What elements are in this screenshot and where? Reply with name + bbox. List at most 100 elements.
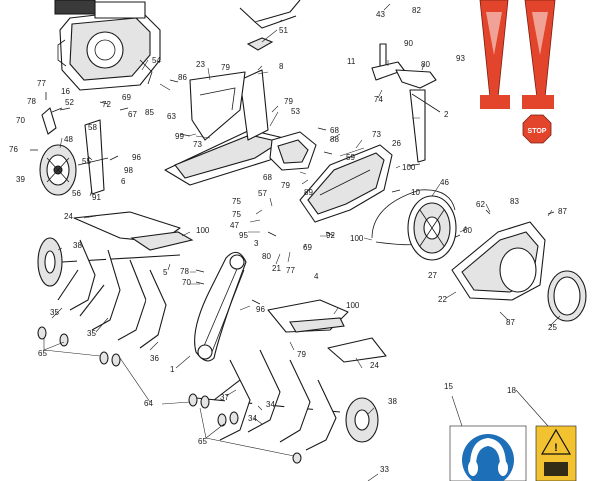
callout-87b: 87 bbox=[506, 318, 515, 327]
callout-95: 95 bbox=[239, 231, 248, 240]
callout-70b: 70 bbox=[182, 278, 191, 287]
callout-93: 93 bbox=[456, 54, 465, 63]
callout-48: 48 bbox=[64, 135, 73, 144]
callout-100a: 100 bbox=[402, 163, 416, 172]
callout-82: 82 bbox=[412, 6, 421, 15]
callout-70: 70 bbox=[16, 116, 25, 125]
callout-75: 75 bbox=[232, 197, 241, 206]
callout-80: 80 bbox=[421, 60, 430, 69]
callout-87: 87 bbox=[558, 207, 567, 216]
callout-75b: 75 bbox=[232, 210, 241, 219]
callout-100d: 100 bbox=[346, 301, 360, 310]
callout-4: 4 bbox=[314, 272, 319, 281]
callout-6: 6 bbox=[121, 177, 126, 186]
callout-68: 68 bbox=[330, 126, 339, 135]
belt-cover bbox=[299, 144, 393, 223]
stop-label: STOP bbox=[528, 128, 547, 135]
side-shield bbox=[451, 221, 546, 301]
callout-54: 54 bbox=[152, 56, 161, 65]
callout-76: 76 bbox=[9, 145, 18, 154]
callout-69: 69 bbox=[122, 93, 131, 102]
callout-1: 1 bbox=[170, 365, 175, 374]
callout-10: 10 bbox=[411, 188, 420, 197]
ear-protection-sign bbox=[449, 425, 527, 481]
callout-47: 47 bbox=[230, 221, 239, 230]
callout-11: 11 bbox=[347, 57, 356, 66]
engine bbox=[54, 0, 161, 91]
wheel-bracket bbox=[41, 107, 109, 195]
pulley-belt bbox=[371, 189, 461, 261]
callout-36: 36 bbox=[150, 354, 159, 363]
shift-lever bbox=[371, 43, 441, 163]
callout-88: 88 bbox=[330, 135, 339, 144]
callout-79b: 79 bbox=[284, 97, 293, 106]
callout-23: 23 bbox=[196, 60, 205, 69]
callout-15: 15 bbox=[444, 382, 453, 391]
caution-sign: ! bbox=[535, 425, 577, 481]
tines-right bbox=[195, 349, 379, 451]
leader-lines bbox=[43, 3, 561, 481]
callout-52: 52 bbox=[65, 98, 74, 107]
callout-5: 5 bbox=[163, 268, 168, 277]
callout-73b: 73 bbox=[372, 130, 381, 139]
callout-90: 90 bbox=[404, 39, 413, 48]
stop-sign: STOP bbox=[522, 114, 552, 144]
callout-79d: 79 bbox=[297, 350, 306, 359]
tines-left bbox=[37, 237, 181, 349]
gasket-ring bbox=[547, 270, 587, 322]
callout-72: 72 bbox=[102, 100, 111, 109]
callout-91: 91 bbox=[92, 193, 101, 202]
switch-knob bbox=[246, 37, 274, 51]
callout-34: 34 bbox=[266, 400, 275, 409]
callout-3: 3 bbox=[254, 239, 259, 248]
callout-100c: 100 bbox=[350, 234, 364, 243]
callout-26: 26 bbox=[392, 139, 401, 148]
callout-80b: 80 bbox=[262, 252, 271, 261]
callout-33: 33 bbox=[380, 465, 389, 474]
callout-46: 46 bbox=[440, 178, 449, 187]
left-wheel bbox=[39, 144, 77, 196]
callout-53: 53 bbox=[291, 107, 300, 116]
callout-21: 21 bbox=[272, 264, 281, 273]
callout-59: 59 bbox=[346, 153, 355, 162]
callout-77b: 77 bbox=[286, 266, 295, 275]
callout-65: 65 bbox=[38, 349, 47, 358]
callout-55: 55 bbox=[82, 157, 91, 166]
chain-case bbox=[194, 251, 247, 362]
callout-98: 98 bbox=[124, 166, 133, 175]
callout-86: 86 bbox=[178, 73, 187, 82]
callout-100b: 100 bbox=[196, 226, 210, 235]
svg-text:!: ! bbox=[554, 442, 558, 454]
callout-37: 37 bbox=[220, 393, 229, 402]
callout-68b: 68 bbox=[263, 173, 272, 182]
callout-8: 8 bbox=[279, 62, 284, 71]
callout-96: 96 bbox=[132, 153, 141, 162]
callout-numbers: 43 82 51 90 11 80 93 74 2 54 86 23 79 8 … bbox=[9, 6, 567, 474]
gearbox-cover bbox=[269, 131, 317, 171]
callout-78b: 78 bbox=[180, 267, 189, 276]
warning-labels: STOP bbox=[479, 0, 556, 144]
callout-22: 22 bbox=[438, 295, 447, 304]
callout-35: 35 bbox=[50, 308, 59, 317]
callout-39: 39 bbox=[16, 175, 25, 184]
callout-35b: 35 bbox=[87, 329, 96, 338]
callout-74: 74 bbox=[374, 95, 383, 104]
callout-43: 43 bbox=[376, 10, 385, 19]
callout-92: 92 bbox=[326, 231, 335, 240]
callout-79: 79 bbox=[221, 63, 230, 72]
callout-85: 85 bbox=[145, 108, 154, 117]
callout-38: 38 bbox=[73, 241, 82, 250]
callout-2: 2 bbox=[444, 110, 449, 119]
washers bbox=[37, 326, 302, 464]
callout-89: 89 bbox=[304, 188, 313, 197]
callout-18: 18 bbox=[507, 386, 516, 395]
bolts bbox=[30, 79, 555, 305]
callout-57: 57 bbox=[258, 189, 267, 198]
callout-16: 16 bbox=[61, 87, 70, 96]
deflector-mid bbox=[267, 299, 387, 363]
callout-63: 63 bbox=[167, 112, 176, 121]
callout-83: 83 bbox=[510, 197, 519, 206]
callout-56: 56 bbox=[72, 189, 81, 198]
callout-78: 78 bbox=[27, 97, 36, 106]
